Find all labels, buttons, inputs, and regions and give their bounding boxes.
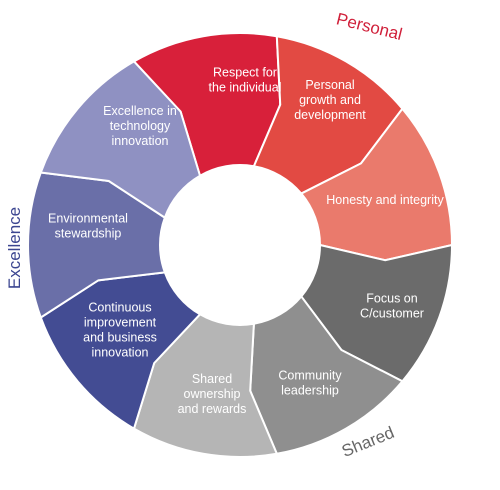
segment-label-line: Continuous — [88, 301, 151, 315]
segment-label-line: Honesty and integrity — [326, 193, 444, 207]
segment-label-line: Excellence in — [103, 104, 177, 118]
segment-label-line: the individual — [209, 81, 282, 95]
segment-label-line: innovation — [112, 134, 169, 148]
group-label-personal: Personal — [334, 9, 404, 44]
wheel-segments — [27, 32, 454, 458]
segment-label-line: C/customer — [360, 307, 424, 321]
segment-label-line: ownership — [184, 387, 241, 401]
segment-label-line: growth and — [299, 93, 361, 107]
segment-label-line: Focus on — [366, 292, 417, 306]
group-label-excellence: Excellence — [5, 207, 24, 289]
segment-label-line: development — [294, 108, 366, 122]
segment-label-line: leadership — [281, 384, 339, 398]
segment-label-line: innovation — [92, 346, 149, 360]
segment-label-line: Personal — [305, 78, 354, 92]
center-hole — [160, 165, 320, 325]
segment-label: Honesty and integrity — [326, 193, 444, 207]
segment-label-line: and rewards — [178, 402, 247, 416]
segment-label-line: stewardship — [55, 227, 122, 241]
segment-label-line: improvement — [84, 316, 157, 330]
segment-label-line: technology — [110, 119, 171, 133]
segment-label-line: Environmental — [48, 212, 128, 226]
segment-label-line: and business — [83, 331, 157, 345]
segment-label-line: Shared — [192, 372, 232, 386]
segment-label-line: Respect for — [213, 66, 277, 80]
segment-label-line: Community — [278, 369, 342, 383]
